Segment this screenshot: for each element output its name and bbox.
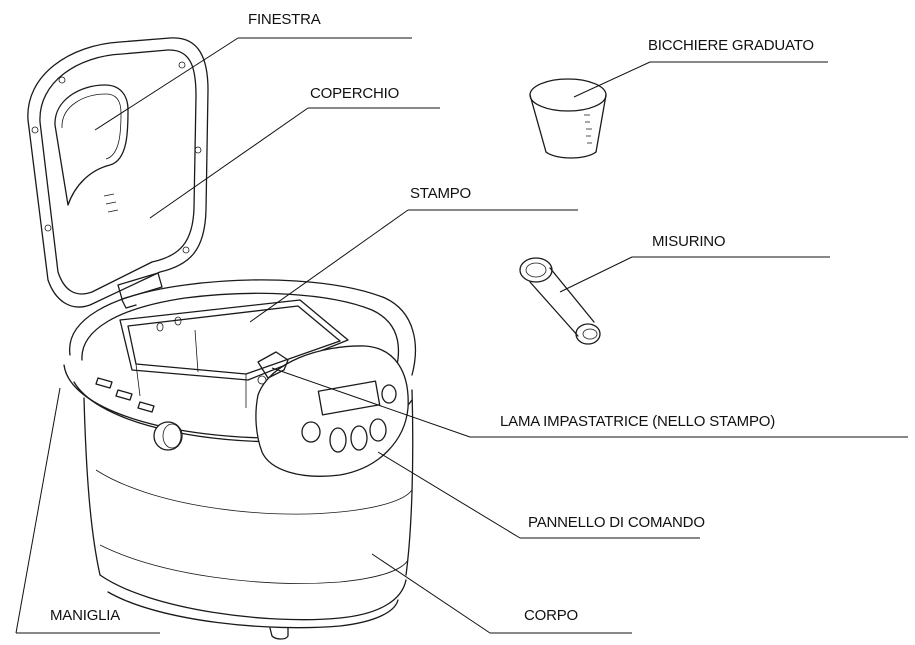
bread-maker-body: [63, 279, 417, 640]
leader-pannello: [377, 451, 521, 539]
label-maniglia: MANIGLIA: [50, 607, 120, 624]
leader-maniglia: [15, 387, 61, 634]
label-misurino: MISURINO: [652, 233, 725, 250]
measuring-cup-drawing: [529, 78, 607, 159]
label-pannello-di-comando: PANNELLO DI COMANDO: [528, 514, 705, 531]
label-bicchiere-graduato: BICCHIERE GRADUATO: [648, 37, 814, 54]
leader-bicchiere: [573, 61, 651, 98]
label-corpo: CORPO: [524, 607, 578, 624]
labels: FINESTRA COPERCHIO STAMPO BICCHIERE GRAD…: [50, 11, 814, 624]
leader-corpo: [371, 553, 491, 634]
leader-lama: [271, 367, 471, 438]
leader-coperchio: [149, 107, 309, 219]
label-lama-impastatrice: LAMA IMPASTATRICE (NELLO STAMPO): [500, 413, 775, 430]
callout-lines: [15, 37, 908, 634]
control-panel: [255, 345, 409, 477]
measuring-spoon-drawing: [519, 257, 601, 345]
leader-stampo: [249, 209, 409, 323]
leader-finestra: [94, 37, 239, 131]
leader-misurino: [559, 256, 633, 293]
lid: [27, 37, 209, 309]
label-stampo: STAMPO: [410, 185, 471, 202]
label-coperchio: COPERCHIO: [310, 85, 399, 102]
label-finestra: FINESTRA: [248, 11, 321, 28]
